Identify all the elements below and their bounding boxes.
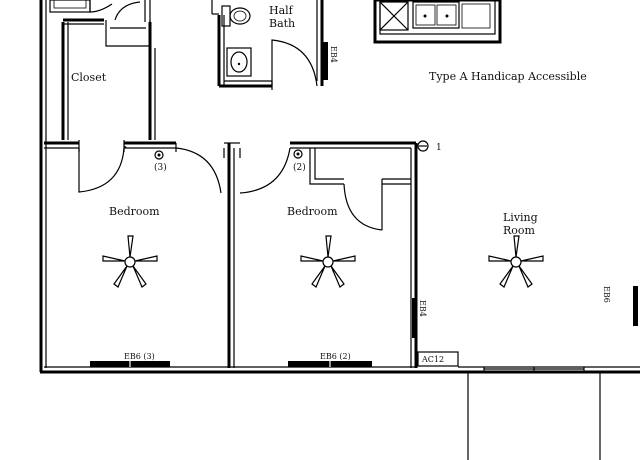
ceiling-fan-icon [488,235,544,288]
half-bath-label-2: Bath [269,17,295,30]
bedroom-right-label: Bedroom [287,205,338,218]
toilet-icon [221,5,251,27]
closet-area [49,0,156,140]
ac-unit: AC12 [417,351,459,367]
smoke-detector-living: 1 [417,140,442,153]
heater-living-wall: EB6 [602,286,638,326]
patio-opening [467,367,601,460]
svg-text:EB6 (2): EB6 (2) [320,352,351,361]
interior-walls [44,140,418,368]
svg-text:(2): (2) [293,162,306,173]
sink-icon [226,47,252,77]
heater-bedroom-wall: EB4 [412,298,427,338]
ceiling-fan-icon [300,235,356,288]
smoke-detector-right: (2) [293,149,306,173]
svg-text:EB4: EB4 [329,46,338,63]
living-room-label-2: Room [503,224,536,237]
svg-text:1: 1 [436,143,442,153]
half-bath [211,0,328,90]
svg-text:EB6: EB6 [602,286,611,303]
svg-text:(3): (3) [154,162,167,173]
bedroom-left-label: Bedroom [109,205,160,218]
plan-note: Type A Handicap Accessible [429,70,587,83]
heater-bath-wall: EB4 [329,46,338,63]
kitchen-sink [373,0,502,44]
living-room-label-1: Living [503,211,538,224]
ceiling-fan-icon [102,235,158,288]
svg-text:EB6 (3): EB6 (3) [124,352,155,361]
heater-left: EB6 (3) [90,352,170,367]
closet-label: Closet [71,71,107,84]
heater-right: EB6 (2) [288,352,372,367]
exterior-walls [39,0,640,374]
smoke-detector-left: (3) [154,150,167,173]
half-bath-label-1: Half [269,4,294,17]
svg-text:AC12: AC12 [421,355,444,364]
svg-text:EB4: EB4 [418,300,427,317]
